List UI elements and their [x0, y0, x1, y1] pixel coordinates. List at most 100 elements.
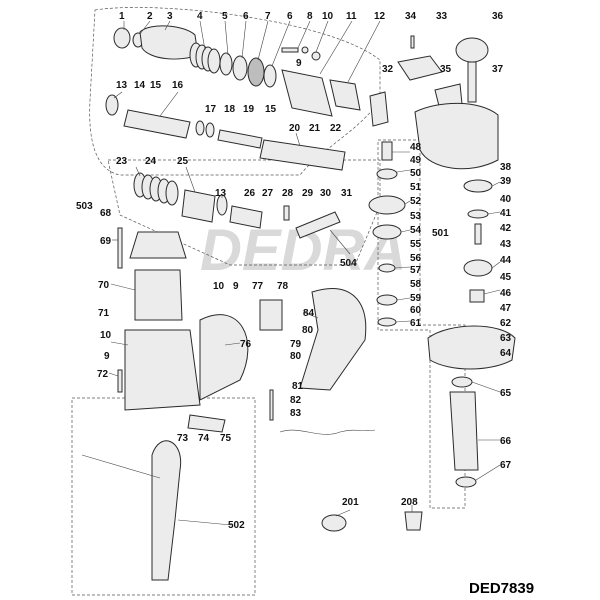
label-part-20: 20: [289, 123, 301, 134]
label-part-15b: 15: [265, 104, 277, 115]
part-17-oring: [195, 120, 205, 136]
label-part-63: 63: [500, 333, 512, 344]
label-part-28: 28: [282, 188, 294, 199]
part-5-washer: [219, 52, 233, 76]
label-part-74: 74: [198, 433, 210, 444]
label-part-45: 45: [500, 272, 512, 283]
label-part-61: 61: [410, 318, 422, 329]
group-outline-503: [107, 159, 381, 266]
label-part-29: 29: [302, 188, 314, 199]
part-65-bearing: [451, 376, 473, 388]
part-10-nut: [311, 51, 321, 61]
part-7-seal: [247, 57, 265, 87]
part-19-pin: [217, 129, 263, 149]
label-part-8: 8: [307, 11, 313, 22]
label-part-39: 39: [500, 176, 512, 187]
label-part-82: 82: [290, 395, 302, 406]
label-part-42: 42: [500, 223, 512, 234]
label-part-64: 64: [500, 348, 512, 359]
label-part-12: 12: [374, 11, 386, 22]
part-502-side-handle: [151, 440, 182, 581]
part-74-brush-holder: [187, 414, 226, 433]
label-part-52: 52: [410, 196, 422, 207]
part-13b-ring: [216, 194, 228, 216]
label-part-84: 84: [303, 308, 315, 319]
part-68-plate: [129, 231, 187, 259]
label-part-70: 70: [98, 280, 110, 291]
part-18-oring: [205, 122, 215, 138]
label-part-81: 81: [292, 381, 304, 392]
part-4-spring: [189, 42, 221, 74]
part-83-power-cord: [279, 429, 376, 435]
gear-housing: [414, 102, 499, 170]
label-part-25: 25: [177, 156, 189, 167]
label-part-31: 31: [341, 188, 353, 199]
part-1-cap: [113, 27, 131, 49]
label-part-9c: 9: [104, 351, 110, 362]
part-36-knob: [455, 37, 489, 63]
part-16-piston: [123, 109, 191, 139]
label-part-504: 504: [340, 258, 357, 269]
group-outline-upper: [89, 7, 381, 176]
part-37-shaft: [467, 61, 477, 103]
label-part-5: 5: [222, 11, 228, 22]
part-34-screw: [410, 35, 415, 49]
label-part-503: 503: [76, 201, 93, 212]
label-part-55: 55: [410, 239, 422, 250]
label-part-37: 37: [492, 64, 504, 75]
label-part-40: 40: [500, 194, 512, 205]
part-208-plug: [404, 511, 423, 531]
label-part-13a: 13: [116, 80, 128, 91]
label-part-67: 67: [500, 460, 512, 471]
label-part-32: 32: [382, 64, 394, 75]
part-41-circlip: [467, 209, 489, 219]
label-part-15a: 15: [150, 80, 162, 91]
label-part-14: 14: [134, 80, 146, 91]
label-part-1: 1: [119, 11, 125, 22]
label-part-502: 502: [228, 520, 245, 531]
depth-rod: [81, 454, 161, 479]
label-part-10c: 10: [100, 330, 112, 341]
label-part-9b: 9: [233, 281, 239, 292]
label-part-7: 7: [265, 11, 271, 22]
label-part-72: 72: [97, 369, 109, 380]
label-part-77: 77: [252, 281, 264, 292]
part-82-cable: [269, 389, 274, 421]
label-part-22: 22: [330, 123, 342, 134]
label-part-38: 38: [500, 162, 512, 173]
part-63-gearbox-cover: [427, 325, 516, 370]
label-part-2: 2: [147, 11, 153, 22]
label-part-54: 54: [410, 225, 422, 236]
label-part-78: 78: [277, 281, 289, 292]
label-part-9a: 9: [296, 58, 302, 69]
label-part-11: 11: [346, 11, 357, 22]
label-part-56: 56: [410, 253, 422, 264]
label-part-27: 27: [262, 188, 274, 199]
label-part-26: 26: [244, 188, 256, 199]
part-28-pin: [283, 205, 290, 221]
label-part-66: 66: [500, 436, 512, 447]
part-24-spring: [133, 172, 179, 206]
part-78-switch: [259, 299, 283, 331]
part-32-ring: [369, 91, 389, 127]
label-part-4: 4: [197, 11, 203, 22]
part-46-sleeve: [469, 289, 485, 303]
label-part-16: 16: [172, 80, 184, 91]
part-71-motor-housing: [124, 329, 201, 411]
part-66-armature: [449, 391, 479, 471]
label-part-33: 33: [436, 11, 448, 22]
label-part-34: 34: [405, 11, 417, 22]
label-part-49: 49: [410, 155, 422, 166]
label-part-79: 79: [290, 339, 302, 350]
part-39-bearing: [463, 179, 493, 193]
part-6-ring: [232, 55, 248, 81]
label-part-17: 17: [205, 104, 217, 115]
label-part-62: 62: [500, 318, 512, 329]
part-6b-ring: [263, 64, 277, 88]
label-part-57: 57: [410, 265, 422, 276]
part-59-bearing: [376, 294, 398, 306]
label-part-80a: 80: [302, 325, 314, 336]
label-part-10: 10: [322, 11, 334, 22]
part-50-bearing: [376, 168, 398, 180]
